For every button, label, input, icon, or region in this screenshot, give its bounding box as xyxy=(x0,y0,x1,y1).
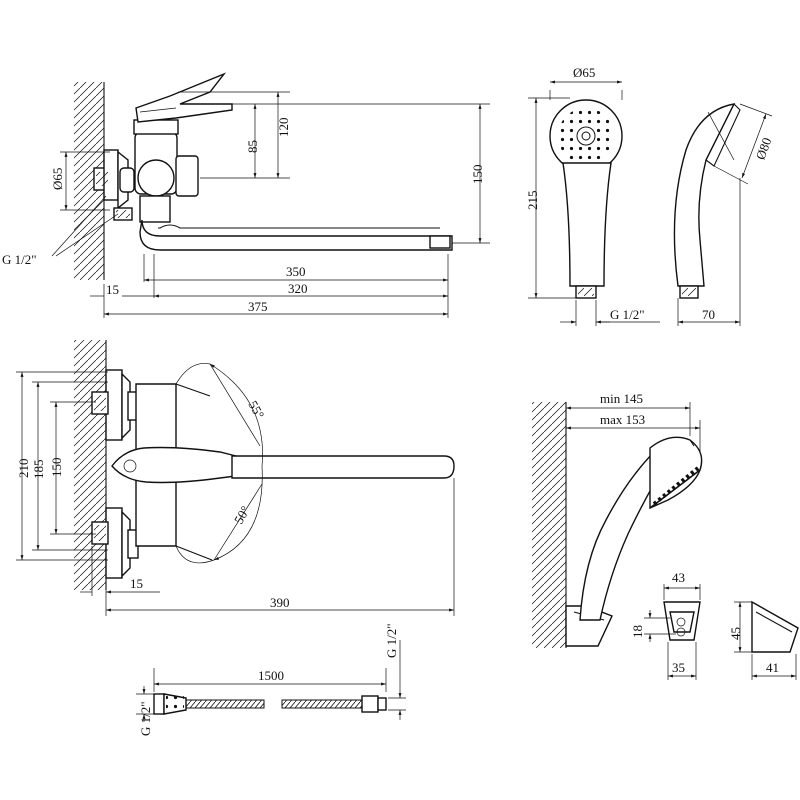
dim-390: 390 xyxy=(270,595,290,610)
holder-dim-35: 35 xyxy=(672,660,685,675)
thread-label-shower: G 1/2" xyxy=(610,307,645,322)
front-view: 55° 50° 210 185 150 15 390 xyxy=(16,340,455,616)
dim-15-front: 15 xyxy=(130,576,143,591)
dim-85: 85 xyxy=(245,140,260,153)
hose-nut-left xyxy=(153,693,165,715)
dim-185: 185 xyxy=(31,460,46,480)
holder-dim-45: 45 xyxy=(728,627,743,640)
spout xyxy=(139,219,453,251)
shower-handle xyxy=(562,162,612,287)
mixer-body-round xyxy=(137,159,175,197)
holder-max: max 153 xyxy=(600,412,645,427)
hose-length: 1500 xyxy=(258,668,284,683)
hose-thread-right: G 1/2" xyxy=(384,623,399,658)
holder-dim-41: 41 xyxy=(766,660,779,675)
lever-handle xyxy=(135,72,233,123)
front-spout xyxy=(231,455,455,479)
shower-side-body xyxy=(673,103,736,287)
wall-hatch-holder xyxy=(532,402,566,648)
shower-head-side: Ø80 70 xyxy=(673,103,775,326)
dim-d65-left: Ø65 xyxy=(50,168,65,190)
holder-front: 43 18 35 xyxy=(630,570,701,680)
dim-375: 375 xyxy=(248,299,268,314)
top-view: 120 85 150 Ø65 G 1/2" 350 320 15 375 xyxy=(2,72,490,318)
dim-150-right: 150 xyxy=(470,165,485,185)
holder-dim-43: 43 xyxy=(672,570,685,585)
dim-70: 70 xyxy=(702,307,715,322)
shower-head-front: Ø65 215 G 1/2" xyxy=(525,65,660,326)
hose-segment-left xyxy=(185,699,265,709)
dim-15-top: 15 xyxy=(106,282,119,297)
holder-min: min 145 xyxy=(600,391,643,406)
hose-view: 1500 G 1/2" G 1/2" xyxy=(136,623,406,736)
thread-label-top: G 1/2" xyxy=(2,252,37,267)
dim-215: 215 xyxy=(525,191,540,211)
hose-nut-right xyxy=(361,695,379,713)
holder-view: min 145 max 153 xyxy=(532,391,703,648)
dim-210: 210 xyxy=(16,459,31,479)
angle-50: 50° xyxy=(231,503,253,526)
front-lever xyxy=(111,446,237,484)
dim-120: 120 xyxy=(276,118,291,138)
hose-thread-left: G 1/2" xyxy=(138,701,153,736)
holder-dim-18: 18 xyxy=(630,625,645,638)
holder-side-shape xyxy=(751,600,799,653)
dim-350: 350 xyxy=(286,264,306,279)
dim-150-front: 150 xyxy=(49,458,64,478)
dim-320: 320 xyxy=(288,281,308,296)
wall-hatch-front xyxy=(74,340,106,590)
holder-side: 45 41 xyxy=(728,600,799,680)
dim-d65-shower: Ø65 xyxy=(573,65,595,80)
dim-d80: Ø80 xyxy=(753,136,775,162)
hose-segment-right xyxy=(281,699,363,709)
